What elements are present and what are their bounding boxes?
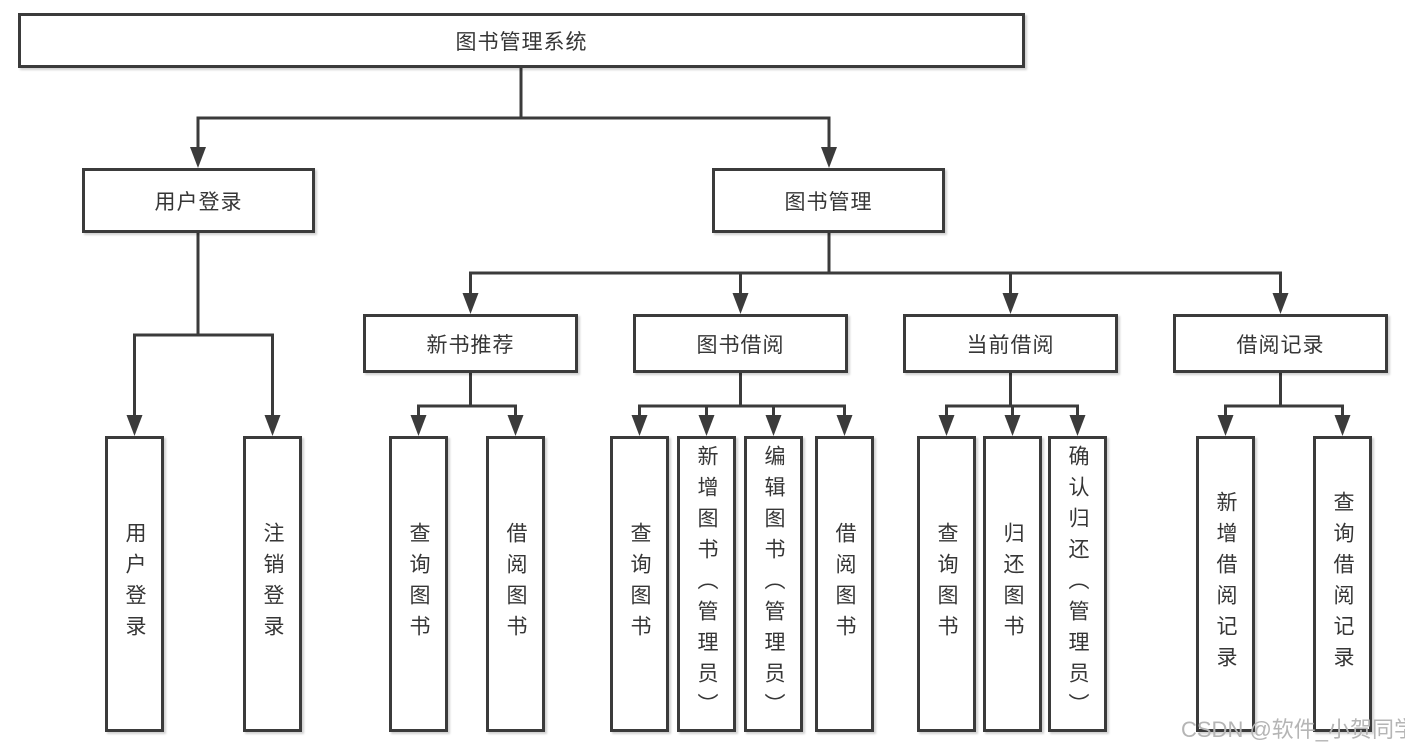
node-borrow-records-label: 借阅记录 [1236, 333, 1325, 357]
arrow-down-icon [1272, 293, 1289, 314]
arrow-down-icon [410, 415, 427, 436]
connector-book-mgmt-to-level3 [462, 233, 1289, 314]
leaf-borrow-edit-books-admin: 编辑图书（管理员） [744, 436, 803, 732]
leaf-borrow-add-books-admin-label: 新增图书（管理员） [695, 444, 718, 724]
node-new-book-recommend: 新书推荐 [363, 314, 578, 373]
connector-book-borrow-to-leaves [631, 373, 853, 436]
arrow-down-icon [938, 415, 955, 436]
arrow-down-icon [1002, 293, 1019, 314]
connector-user-login-to-leaves [126, 233, 281, 436]
node-book-management: 图书管理 [712, 168, 945, 233]
leaf-current-return-books: 归还图书 [983, 436, 1042, 732]
leaf-current-confirm-return-admin: 确认归还（管理员） [1048, 436, 1107, 732]
node-current-borrow-label: 当前借阅 [966, 333, 1055, 357]
node-book-management-label: 图书管理 [784, 190, 873, 214]
csdn-watermark: CSDN @软件_小贺同学 [1181, 717, 1405, 742]
arrow-down-icon [264, 415, 281, 436]
leaf-records-add-record: 新增借阅记录 [1196, 436, 1255, 732]
leaf-newrec-query-books: 查询图书 [389, 436, 448, 732]
arrow-down-icon [1217, 415, 1234, 436]
connector-borrow-records-to-leaves [1217, 373, 1351, 436]
connector-new-book-recommend-to-leaves [410, 373, 524, 436]
leaf-borrow-borrow-books: 借阅图书 [815, 436, 874, 732]
leaf-newrec-borrow-books-label: 借阅图书 [504, 522, 527, 646]
leaf-current-return-books-label: 归还图书 [1001, 522, 1024, 646]
node-root-system: 图书管理系统 [18, 13, 1025, 68]
leaf-records-query-record-label: 查询借阅记录 [1331, 491, 1354, 677]
node-new-book-recommend-label: 新书推荐 [426, 333, 515, 357]
leaf-borrow-add-books-admin: 新增图书（管理员） [677, 436, 736, 732]
leaf-logout: 注销登录 [243, 436, 302, 732]
leaf-current-confirm-return-admin-label: 确认归还（管理员） [1066, 444, 1089, 724]
leaf-newrec-borrow-books: 借阅图书 [486, 436, 545, 732]
arrow-down-icon [126, 415, 143, 436]
leaf-user-login: 用户登录 [105, 436, 164, 732]
leaf-user-login-label: 用户登录 [123, 522, 146, 646]
node-borrow-records: 借阅记录 [1173, 314, 1388, 373]
node-book-borrow-label: 图书借阅 [696, 333, 785, 357]
arrow-down-icon [190, 147, 206, 168]
arrow-down-icon [1004, 415, 1021, 436]
node-book-borrow: 图书借阅 [633, 314, 848, 373]
node-user-login-label: 用户登录 [154, 190, 243, 214]
arrow-down-icon [1069, 415, 1086, 436]
arrow-down-icon [732, 293, 749, 314]
leaf-borrow-query-books: 查询图书 [610, 436, 669, 732]
arrow-down-icon [765, 415, 782, 436]
node-current-borrow: 当前借阅 [903, 314, 1118, 373]
leaf-records-add-record-label: 新增借阅记录 [1214, 491, 1237, 677]
leaf-current-query-books: 查询图书 [917, 436, 976, 732]
arrow-down-icon [462, 293, 479, 314]
arrow-down-icon [836, 415, 853, 436]
arrow-down-icon [821, 147, 837, 168]
leaf-borrow-edit-books-admin-label: 编辑图书（管理员） [762, 444, 785, 724]
arrow-down-icon [698, 415, 715, 436]
node-root-label: 图书管理系统 [455, 30, 588, 54]
leaf-logout-label: 注销登录 [261, 522, 284, 646]
arrow-down-icon [631, 415, 648, 436]
leaf-records-query-record: 查询借阅记录 [1313, 436, 1372, 732]
leaf-borrow-query-books-label: 查询图书 [628, 522, 651, 646]
connector-current-borrow-to-leaves [938, 373, 1086, 436]
leaf-current-query-books-label: 查询图书 [935, 522, 958, 646]
leaf-borrow-borrow-books-label: 借阅图书 [833, 522, 856, 646]
arrow-down-icon [507, 415, 524, 436]
leaf-newrec-query-books-label: 查询图书 [407, 522, 430, 646]
connector-root-to-level2 [190, 68, 837, 168]
arrow-down-icon [1334, 415, 1351, 436]
node-user-login: 用户登录 [82, 168, 315, 233]
